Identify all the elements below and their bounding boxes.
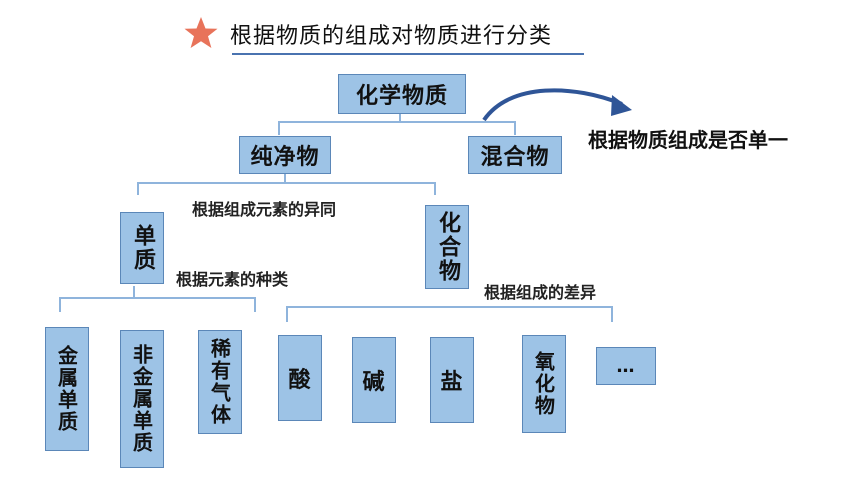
node-salt: 盐 (430, 337, 474, 423)
page-title: 根据物质的组成对物质进行分类 (230, 24, 553, 49)
criterion-elements-same-diff: 根据组成元素的异同 (192, 200, 337, 219)
node-base: 碱 (352, 337, 396, 423)
node-nonmetal-element: 非金属单质 (120, 330, 164, 468)
criterion-composition-diff: 根据组成的差异 (484, 283, 597, 302)
title-underline (232, 53, 584, 55)
bracket-compound (286, 306, 613, 322)
node-mixture: 混合物 (468, 136, 562, 174)
bracket-root (278, 112, 516, 135)
star-icon (184, 17, 218, 48)
node-element: 单质 (120, 212, 164, 284)
node-metal-element: 金属单质 (45, 327, 89, 451)
bracket-pure (137, 174, 436, 195)
criterion-element-kinds: 根据元素的种类 (176, 270, 289, 289)
node-noble-gas: 稀有气体 (198, 330, 242, 434)
node-compound: 化合物 (425, 205, 469, 289)
node-pure-substance: 纯净物 (239, 136, 331, 174)
bracket-element (59, 286, 256, 312)
curved-arrow-icon (482, 88, 623, 122)
node-chemical-substance: 化学物质 (338, 74, 466, 114)
criterion-single-or-not: 根据物质组成是否单一 (588, 128, 788, 152)
node-acid: 酸 (278, 335, 322, 421)
node-more: … (596, 347, 656, 385)
node-oxide: 氧化物 (522, 335, 566, 433)
